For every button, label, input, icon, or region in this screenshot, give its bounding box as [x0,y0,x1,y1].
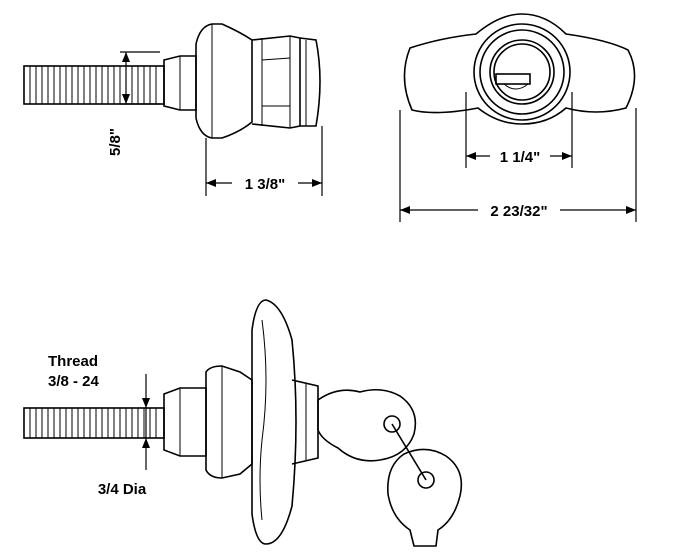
threaded-stud-top [23,65,165,105]
label-5-8: 5/8" [107,128,124,156]
threaded-stud-bottom [23,407,165,439]
front-view [403,13,636,125]
label-thread-spec: 3/8 - 24 [48,373,100,390]
label-2-23-32: 2 23/32" [490,203,547,220]
label-thread-title: Thread [48,353,98,370]
label-1-1-4: 1 1/4" [500,149,540,166]
dimension-5-8 [120,51,160,105]
dimension-1-3-8 [205,126,323,196]
label-1-3-8: 1 3/8" [245,176,285,193]
dimension-thread-dia [142,374,150,470]
dimension-1-1-4 [465,92,573,168]
side-view [23,23,321,139]
side-view-with-key [23,299,463,547]
dimension-2-23-32 [399,108,637,222]
label-3-4-dia: 3/4 Dia [98,481,147,498]
